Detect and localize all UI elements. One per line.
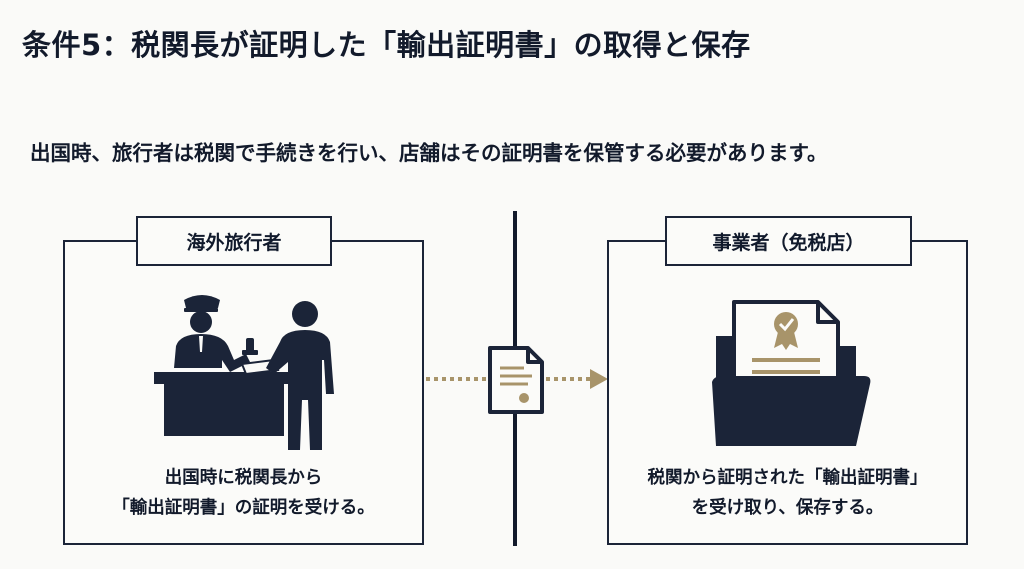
traveler-panel-label: 海外旅行者 <box>136 216 332 266</box>
page-subtitle: 出国時、旅行者は税関で手続きを行い、店舗はその証明書を保管する必要があります。 <box>30 141 828 165</box>
certificate-flow-arrow <box>426 346 608 414</box>
traveler-panel: 海外旅行者 出国時に税関長から 「輸出証明書」の証明を受ける。 <box>63 216 424 545</box>
page-title: 条件5：税関長が証明した「輸出証明書」の取得と保存 <box>22 28 751 62</box>
traveler-caption-line1: 出国時に税関長から <box>164 468 323 488</box>
traveler-caption-line2: 「輸出証明書」の証明を受ける。 <box>112 498 375 518</box>
seal-badge-icon <box>774 312 798 350</box>
business-caption-line2: を受け取り、保存する。 <box>691 498 884 518</box>
business-panel-caption: 税関から証明された「輸出証明書」 を受け取り、保存する。 <box>609 463 966 523</box>
arrow-right-icon <box>590 369 608 389</box>
traveler-panel-caption: 出国時に税関長から 「輸出証明書」の証明を受ける。 <box>65 463 422 523</box>
folder-with-certificate-icon <box>712 300 871 446</box>
traveler-icon <box>266 301 334 450</box>
business-panel-label: 事業者（免税店） <box>665 216 912 266</box>
business-caption-line1: 税関から証明された「輸出証明書」 <box>647 468 928 488</box>
customs-scene-icon <box>154 295 334 450</box>
certificate-document-icon <box>488 346 544 414</box>
customs-officer-icon <box>174 295 258 372</box>
